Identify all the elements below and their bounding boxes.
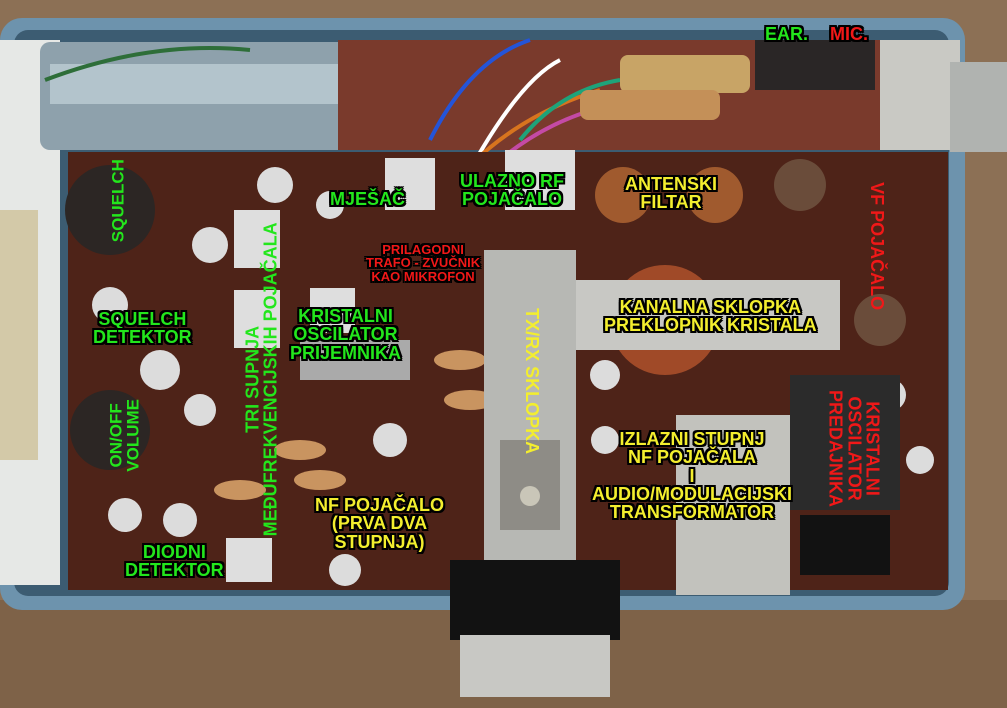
label-diodni-detektor: DIODNI DETEKTOR xyxy=(125,542,224,581)
label-kristalni-oscilator-predajnika: KRISTALNI OSCILATOR PREDAJNIKA xyxy=(825,390,883,508)
label-squelch: SQUELCH xyxy=(108,159,128,243)
antenna-filter-coil xyxy=(595,167,651,223)
label-tx-rx-sklopka: TX/RX SKLOPKA xyxy=(522,308,543,455)
label-kanalna-sklopka: KANALNA SKLOPKA PREKLOPNIK KRISTALA xyxy=(604,297,817,336)
label-kristalni-oscilator-prijemnika: KRISTALNI OSCILATOR PRIJEMNIKA xyxy=(290,306,402,363)
channel-switch-plate xyxy=(576,280,840,350)
audio-modulation-transformer xyxy=(676,415,790,595)
label-squelch-detektor: SQUELCH DETEKTOR xyxy=(93,309,192,348)
label-izlazni-stupanj: IZLAZNI STUPNJ NF POJAČALA I AUDIO/MODUL… xyxy=(592,429,793,523)
label-nf-pojacalo: NF POJAČALO (PRVA DVA STUPNJA) xyxy=(315,495,445,552)
if-transformer-can xyxy=(234,210,280,268)
ear-mic-jacks xyxy=(755,40,875,90)
volume-potentiometer xyxy=(70,390,150,470)
switch-knob xyxy=(450,560,620,640)
label-ulazno-rf-pojacalo: ULAZNO RF POJAČALO xyxy=(460,171,564,210)
label-vf-pojacalo: VF POJAČALO xyxy=(867,182,888,311)
label-ear: EAR. xyxy=(765,24,809,44)
label-on-off-volume: ON/OFF VOLUME xyxy=(106,398,143,472)
label-mic: MIC. xyxy=(830,24,868,44)
label-mjesac: MJEŠAČ xyxy=(330,189,406,209)
label-medufrekvencijska-pojacala: TRI SUPNJA MEĐUFREKVENCIJSKIH POJAČALA xyxy=(242,222,281,537)
label-antenski-filtar: ANTENSKI FILTAR xyxy=(625,174,718,213)
label-prilagodni-trafo: PRILAGODNI TRAFO - ZVUČNIK KAO MIKROFON xyxy=(366,242,481,284)
squelch-potentiometer xyxy=(65,165,155,255)
